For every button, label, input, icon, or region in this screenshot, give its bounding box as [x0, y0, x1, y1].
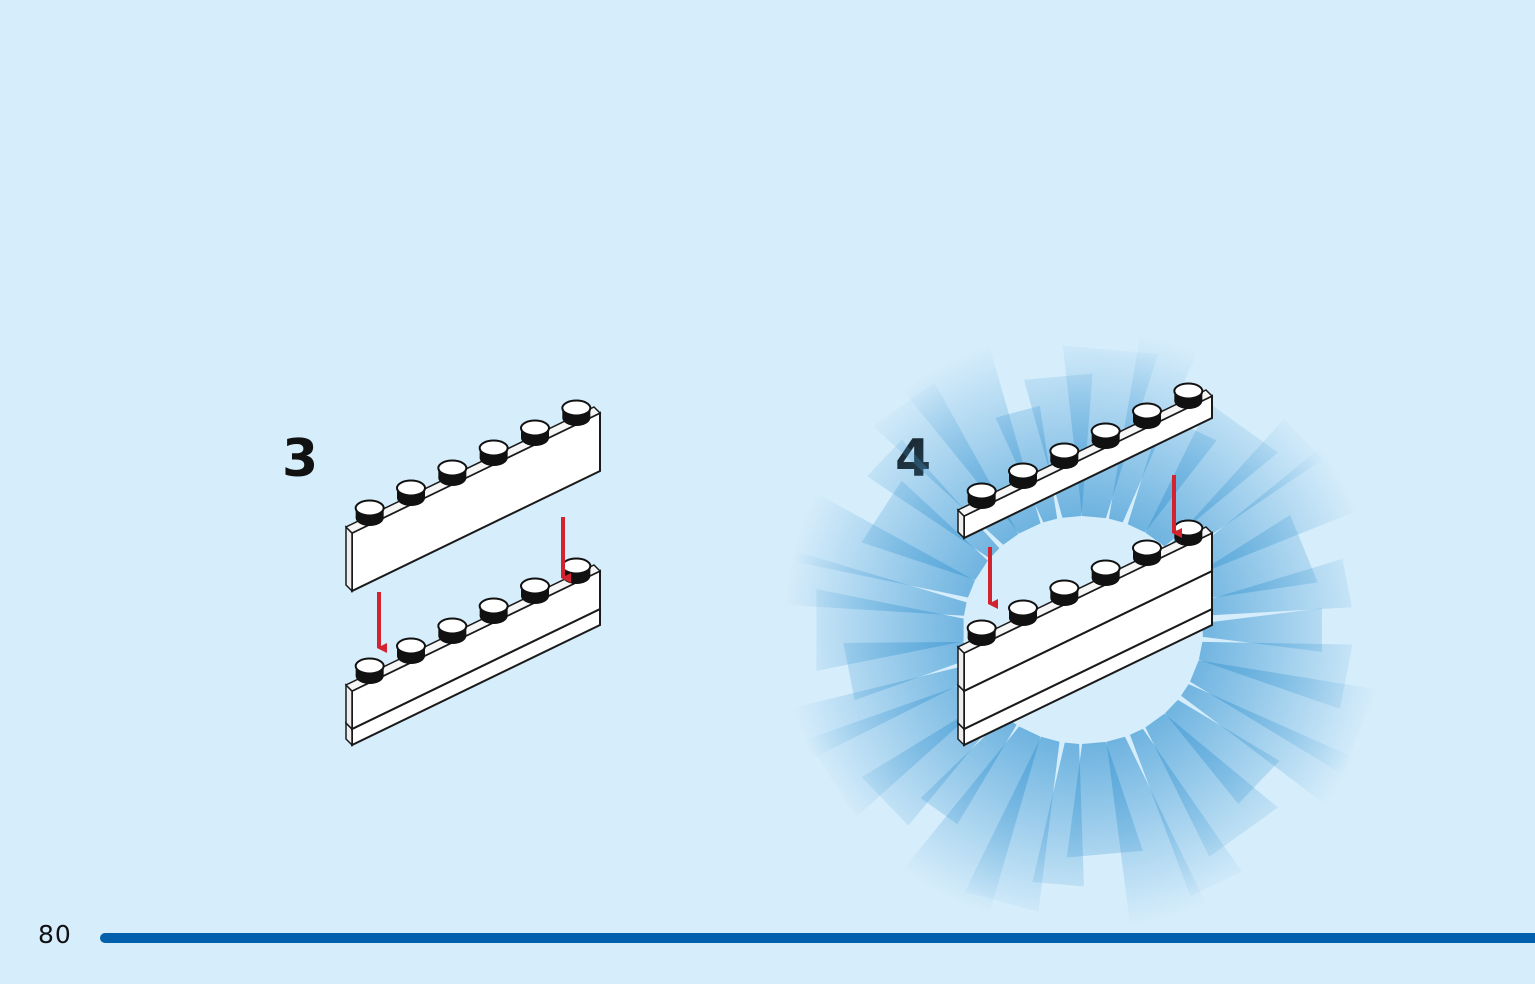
step-4-top-plate [956, 382, 1214, 540]
step-3-top-brick [344, 399, 602, 593]
step-3-base-brick-1-stud-top [354, 657, 385, 675]
step-4-base-brick-2-stud-top [966, 619, 997, 637]
step-4-base-brick-2-stud-top [1132, 539, 1162, 557]
step-4-base-brick-2-stud-top [1008, 599, 1038, 617]
step-4-base-brick-2-stud-top [1090, 559, 1121, 577]
step-3-top-brick-stud-top [354, 499, 385, 517]
step-4-top-plate-stud-top [1173, 382, 1204, 400]
step-3-top-brick-stud-top [561, 399, 592, 417]
burst-ray [1202, 608, 1322, 652]
step-4-base-brick-2 [956, 519, 1214, 693]
step-4-top-plate-stud-top [1049, 442, 1080, 460]
step-3-base-brick-1-stud-top [478, 597, 509, 615]
step-3-base-brick-1-stud-top [437, 617, 468, 635]
step-3-base-brick-1-stud-top [396, 637, 426, 655]
step-4-diagram [956, 382, 1214, 747]
burst-ray [806, 680, 988, 817]
step-3-top-brick-stud-top [396, 479, 426, 497]
burst-ray [1066, 741, 1143, 858]
step-3-base-brick-1-stud-top [520, 577, 550, 595]
step-3-base-brick-1-front-face [351, 569, 601, 731]
step-3-base-brick-1-stud-top [561, 557, 592, 575]
burst-ray [1199, 558, 1352, 616]
burst-ray [1166, 418, 1324, 559]
burst-ray [1106, 736, 1214, 941]
burst-ray [1145, 713, 1278, 857]
step-3-base-brick-1-end-face [345, 683, 353, 731]
step-3-top-brick-stud-top [478, 439, 509, 457]
footer-rule [100, 933, 1535, 943]
step-4-top-plate-stud-top [1008, 462, 1038, 480]
step-4-top-plate-stud-top [966, 482, 997, 500]
burst-ray [816, 589, 964, 671]
step-3-top-brick-stud-top [437, 459, 468, 477]
step-4-top-plate-stud-top [1090, 422, 1121, 440]
celebration-burst [762, 321, 1384, 941]
step-4-base-brick-2-stud-top [1173, 519, 1204, 537]
step-3-top-brick-end-face [345, 525, 353, 593]
step-3-top-brick-stud-top [520, 419, 550, 437]
step-3-number: 3 [282, 429, 319, 489]
burst-ray [861, 480, 988, 580]
burst-ray [765, 664, 974, 771]
page-number: 80 [38, 920, 72, 949]
burst-ray [1190, 660, 1377, 774]
burst-ray [1181, 684, 1379, 820]
step-3-base-brick-1 [344, 557, 602, 731]
step-4-base-brick-2-stud-top [1049, 579, 1080, 597]
burst-ray [1179, 432, 1384, 578]
burst-ray [920, 716, 1017, 825]
step-4-base-brick-2-end-face [957, 645, 965, 693]
burst-ray [890, 330, 1041, 534]
step-4-top-plate-stud-top [1132, 402, 1162, 420]
step-3-diagram [344, 399, 602, 747]
burst-ray [1164, 699, 1280, 804]
burst-ray [1129, 728, 1242, 897]
burst-ray [890, 726, 1041, 930]
burst-ray [1145, 403, 1278, 547]
